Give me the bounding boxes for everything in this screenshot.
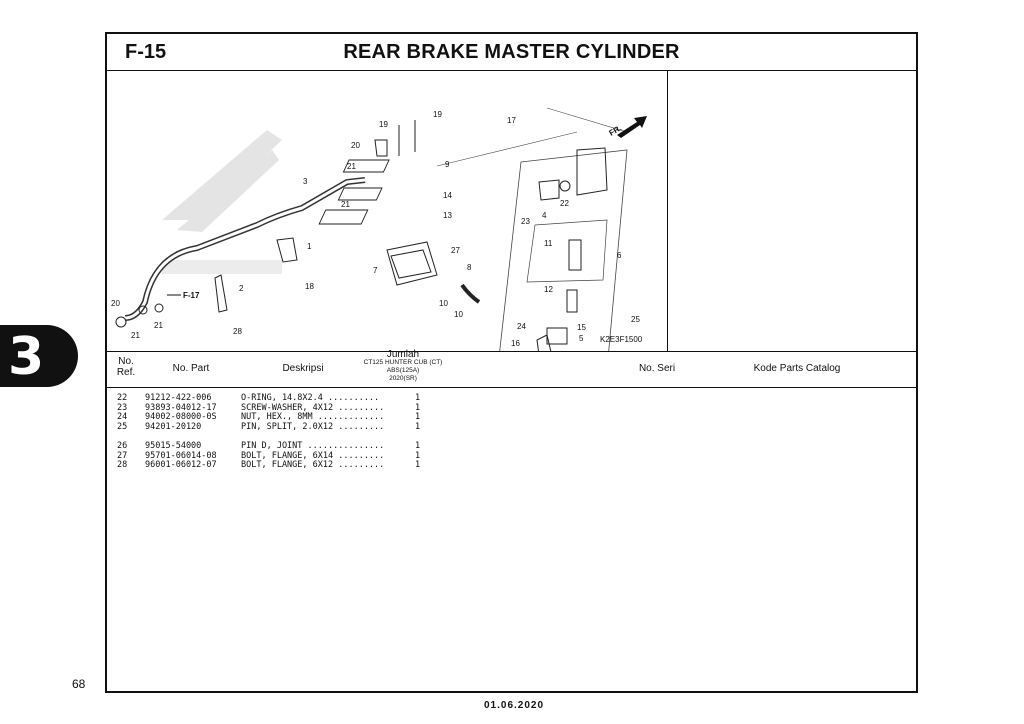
- callout: 17: [507, 116, 516, 125]
- chapter-number: 3: [8, 327, 45, 387]
- callout: 22: [560, 199, 569, 208]
- page-title: REAR BRAKE MASTER CYLINDER: [343, 41, 680, 63]
- callout: 19: [379, 120, 388, 129]
- exploded-diagram: FR. F-17 K2E3F1500 1 2 3 4 5 6 7 8 9 10 …: [107, 70, 668, 351]
- callout: 21: [347, 162, 356, 171]
- qty-year: 2020(SR): [389, 375, 417, 382]
- callout: 21: [131, 331, 140, 340]
- callout: 24: [517, 322, 526, 331]
- callout: 13: [443, 211, 452, 220]
- col-serial: No. Seri: [638, 363, 676, 374]
- image-code: K2E3F1500: [600, 335, 643, 344]
- callout: 2: [239, 284, 244, 293]
- callout: 19: [433, 110, 442, 119]
- callout: 25: [631, 315, 640, 324]
- callout: 21: [154, 321, 163, 330]
- assembly-outline: [499, 149, 628, 351]
- section-code: F-15: [125, 41, 167, 63]
- callout: 1: [307, 242, 312, 251]
- page-number: 68: [72, 677, 86, 691]
- callout: 9: [445, 160, 450, 169]
- callout: 27: [451, 246, 460, 255]
- col-catalog: Kode Parts Catalog: [753, 363, 841, 374]
- ref-label: F-17: [183, 291, 200, 300]
- callout: 10: [439, 299, 448, 308]
- callout: 21: [341, 200, 350, 209]
- callout: 10: [454, 310, 463, 319]
- front-arrow-icon: FR.: [608, 116, 647, 138]
- col-ref: No. Ref.: [116, 356, 136, 378]
- chapter-tab: 3: [0, 325, 78, 387]
- parts-page-frame: F-15 REAR BRAKE MASTER CYLINDER: [105, 32, 918, 693]
- print-date: 01.06.2020: [484, 700, 545, 711]
- table-header: No. Ref. No. Part Deskripsi Jumlah CT125…: [107, 349, 916, 388]
- col-description: Deskripsi: [282, 363, 324, 374]
- callout: 5: [579, 334, 584, 343]
- callout: 8: [467, 263, 472, 272]
- qty-title: Jumlah: [386, 349, 420, 360]
- watermark-logo: [162, 130, 282, 274]
- callout: 7: [373, 266, 378, 275]
- callout: 28: [233, 327, 242, 336]
- callout: 23: [521, 217, 530, 226]
- reservoir-group: [318, 120, 481, 304]
- callout: 14: [443, 191, 452, 200]
- callout: 6: [617, 251, 622, 260]
- col-qty: Jumlah CT125 HUNTER CUB (CT) ABS(125A) 2…: [353, 349, 453, 383]
- callout: 20: [351, 141, 360, 150]
- col-part-no: No. Part: [172, 363, 210, 374]
- callout: 16: [511, 339, 520, 348]
- brake-hose: [124, 177, 366, 321]
- callout: 12: [544, 285, 553, 294]
- callout: 18: [305, 282, 314, 291]
- qty-model: CT125 HUNTER CUB (CT): [363, 359, 443, 366]
- callout: 4: [542, 211, 547, 220]
- diagram-svg: FR. F-17 K2E3F1500 1 2 3 4 5 6 7 8 9 10 …: [111, 107, 647, 351]
- page-header: F-15 REAR BRAKE MASTER CYLINDER: [107, 34, 916, 71]
- master-cylinder: [536, 147, 608, 351]
- qty-variant: ABS(125A): [386, 367, 420, 374]
- callout: 11: [544, 239, 553, 248]
- callout: 3: [303, 177, 308, 186]
- callout: 15: [577, 323, 586, 332]
- callout: 20: [111, 299, 120, 308]
